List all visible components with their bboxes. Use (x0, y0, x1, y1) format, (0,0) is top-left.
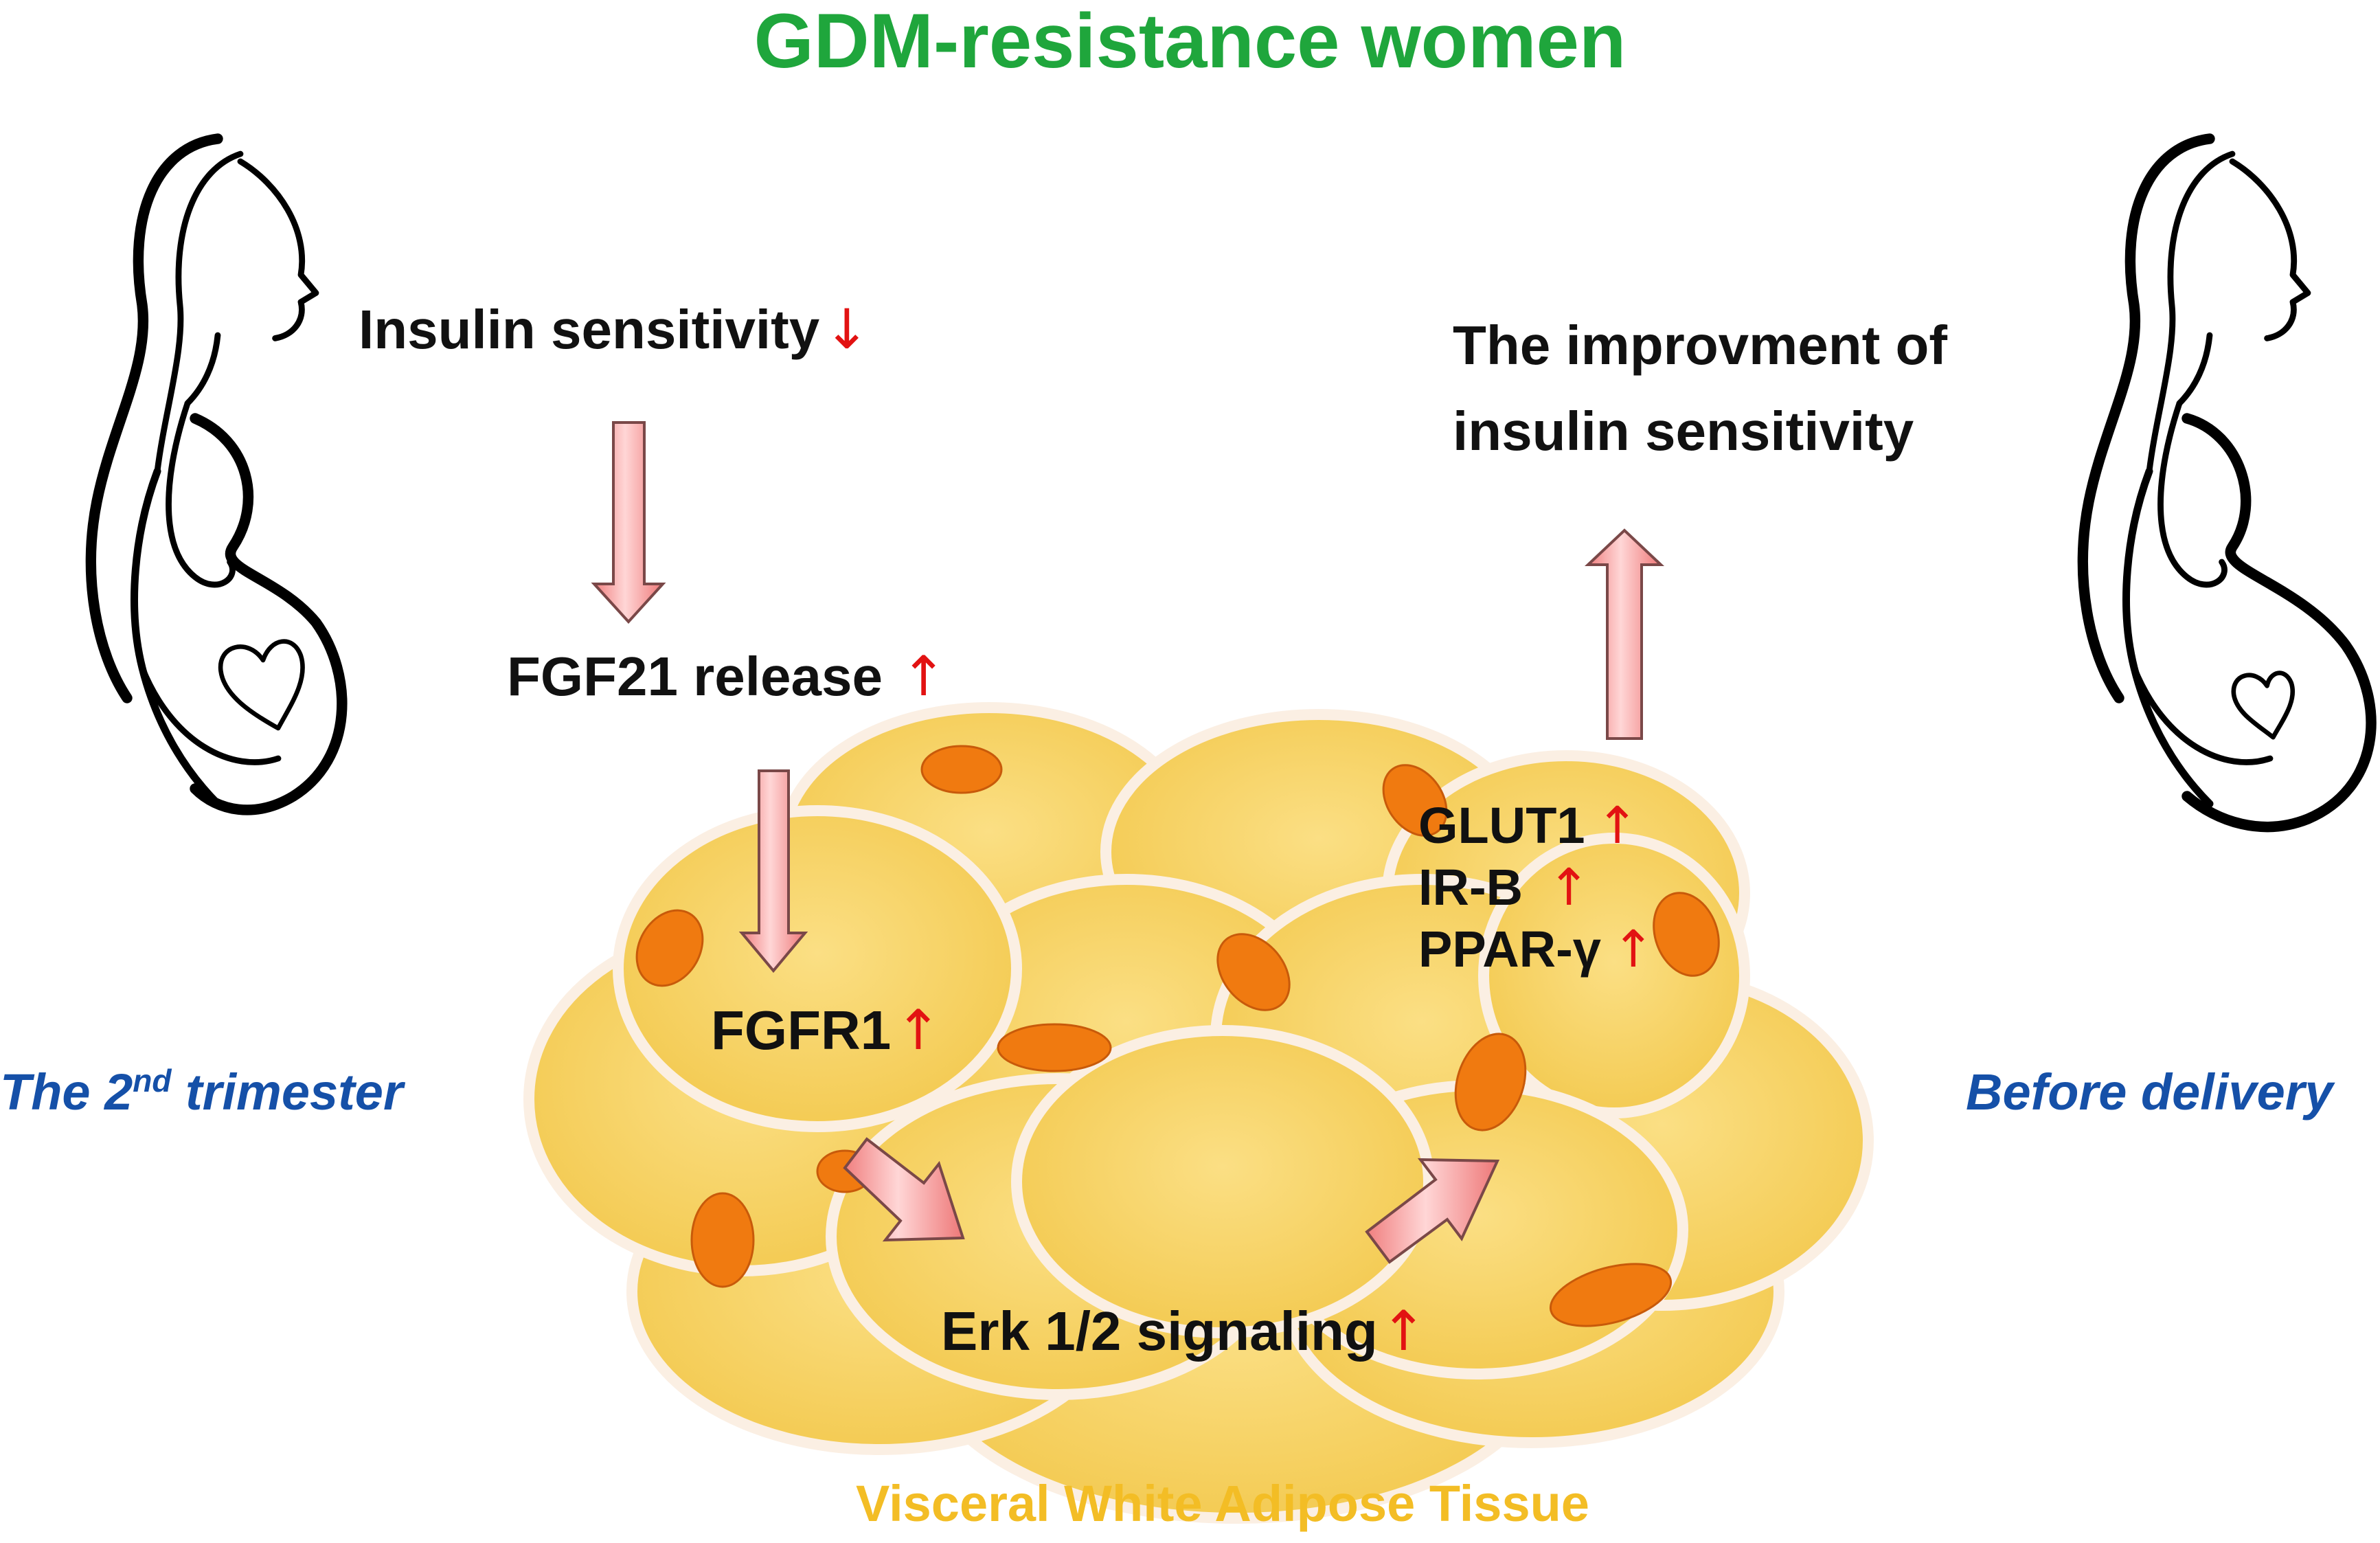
block-arrow-icon-down-1 (591, 421, 666, 624)
stage-caption-left: The 2nd trimester (0, 1065, 403, 1118)
target-label: PPAR-γ (1418, 921, 1601, 978)
up-arrow-icon: ↑ (1548, 858, 1591, 917)
target-label: GLUT1 (1418, 797, 1585, 854)
stage-left-sup: nd (133, 1063, 172, 1099)
nucleus (920, 745, 1003, 794)
back (131, 467, 222, 808)
nucleus (1382, 764, 1448, 837)
down-arrow-icon: ↓ (824, 297, 870, 361)
neck (2176, 332, 2213, 407)
target-genes: GLUT1↑ IR-B↑ PPAR-γ↑ (1418, 800, 1655, 986)
up-arrow-icon: ↑ (1380, 1299, 1427, 1363)
block-arrow-icon-down-2 (738, 769, 808, 973)
lower-arm (2131, 664, 2274, 765)
block-arrow-icon-diag-up (1365, 1158, 1500, 1264)
nucleus (1653, 892, 1720, 977)
stage-left-text-after: trimester (171, 1063, 403, 1120)
hair-outline (85, 133, 223, 703)
up-arrow-icon: ↑ (1596, 796, 1639, 855)
target-glut1: GLUT1↑ (1418, 800, 1655, 862)
fgf21-release-text: FGF21 release (507, 646, 883, 707)
block-arrow-icon-diag-down (843, 1137, 965, 1242)
hair-inner (154, 150, 244, 475)
outcome-label: The improvment of insulin sensitivity (1453, 302, 1947, 474)
face-profile (2229, 158, 2311, 341)
heart-icon (2231, 671, 2296, 740)
arm (2157, 400, 2228, 588)
tissue-label: Visceral White Adipose Tissue (856, 1475, 1589, 1532)
outcome-line-2: insulin sensitivity (1453, 401, 1914, 462)
fgfr1-label: FGFR1↑ (711, 1003, 941, 1058)
nucleus (635, 909, 704, 987)
nucleus (1549, 1263, 1673, 1327)
pregnant-woman-icon-left (85, 133, 348, 815)
pregnant-woman-icon-right (2077, 133, 2377, 833)
hair-outline (2077, 133, 2215, 703)
nucleus (1216, 933, 1291, 1011)
belly (190, 413, 348, 815)
flow-arrows (591, 421, 1665, 1264)
insulin-sensitivity-text: Insulin sensitivity (359, 299, 820, 360)
back (2122, 467, 2214, 808)
fat-cell (1011, 1025, 1434, 1338)
neck (184, 332, 221, 407)
arm (166, 400, 236, 588)
diagram-title: GDM-resistance women (753, 0, 1627, 84)
target-ir-b: IR-B↑ (1418, 862, 1655, 924)
insulin-sensitivity-label: Insulin sensitivity↓ (359, 302, 870, 357)
fgfr1-text: FGFR1 (711, 1000, 892, 1061)
up-arrow-icon: ↑ (1611, 920, 1655, 979)
target-label: IR-B (1418, 859, 1523, 916)
up-arrow-icon: ↑ (895, 998, 942, 1062)
face-profile (237, 158, 319, 341)
target-ppar-gamma: PPAR-γ↑ (1418, 924, 1655, 986)
cell-nuclei (635, 745, 1720, 1327)
erk-signaling-text: Erk 1/2 signaling (941, 1300, 1378, 1362)
adipose-cell-cluster (523, 702, 1874, 1524)
up-arrow-icon: ↑ (900, 644, 947, 708)
erk-signaling-label: Erk 1/2 signaling↑ (941, 1304, 1427, 1359)
stage-caption-right: Before delivery (1966, 1063, 2333, 1120)
heart-icon (218, 639, 305, 731)
nucleus (997, 1023, 1112, 1072)
nucleus (1454, 1033, 1527, 1131)
nucleus (690, 1192, 755, 1288)
block-arrow-icon-up (1584, 528, 1665, 740)
belly (2181, 413, 2377, 833)
fat-cell (613, 805, 1022, 1132)
hair-inner (2146, 150, 2236, 475)
outcome-line-1: The improvment of (1453, 315, 1948, 376)
fgf21-release-label: FGF21 release↑ (507, 649, 947, 704)
stage-left-text: The 2 (0, 1063, 133, 1120)
lower-arm (139, 664, 282, 765)
